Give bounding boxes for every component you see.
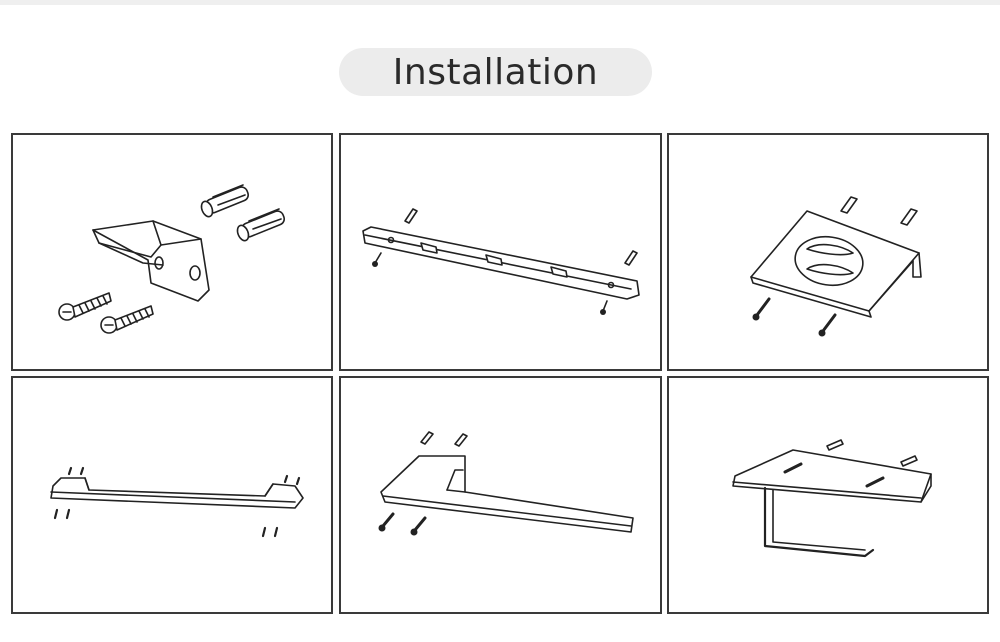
panel-toilet-paper-holder — [667, 376, 989, 614]
panel-soap-dish — [667, 133, 989, 371]
anchor-icon — [900, 455, 918, 467]
title-pill: Installation — [339, 48, 652, 96]
anchor-icon — [283, 474, 301, 486]
top-divider — [0, 0, 1000, 5]
panel-hand-towel-holder — [339, 376, 662, 614]
anchor-icon — [67, 466, 85, 476]
page-title: Installation — [392, 51, 599, 93]
screw-icon — [600, 300, 608, 315]
towel-rack-bar-icon — [362, 208, 640, 315]
wall-anchor-icon — [236, 208, 286, 242]
screw-icon — [865, 476, 885, 488]
screw-icon — [378, 512, 395, 532]
anchor-icon — [454, 433, 468, 447]
anchor-icon — [624, 250, 638, 266]
screw-icon — [410, 516, 427, 536]
anchor-icon — [404, 208, 418, 224]
screw-icon — [372, 252, 382, 267]
toilet-paper-holder-shelf-icon — [732, 439, 932, 558]
anchor-icon — [840, 196, 858, 214]
panel-towel-rack — [339, 133, 662, 371]
anchor-icon — [826, 439, 844, 451]
screw-icon — [818, 313, 837, 337]
hand-towel-holder-icon — [378, 431, 634, 536]
panel-towel-bar — [11, 376, 333, 614]
screw-icon — [752, 297, 771, 321]
soap-dish-icon — [750, 196, 922, 337]
hook-body — [92, 220, 210, 302]
towel-bar-icon — [50, 466, 304, 538]
panel-robe-hook — [11, 133, 333, 371]
anchor-icon — [420, 431, 434, 445]
wall-anchor-icon — [200, 184, 250, 218]
screw-icon — [53, 508, 71, 520]
screw-icon — [783, 462, 803, 474]
robe-hook-icon — [58, 184, 286, 334]
screw-icon — [58, 292, 112, 321]
screw-icon — [100, 305, 154, 334]
anchor-icon — [900, 208, 918, 226]
screw-icon — [261, 526, 279, 538]
